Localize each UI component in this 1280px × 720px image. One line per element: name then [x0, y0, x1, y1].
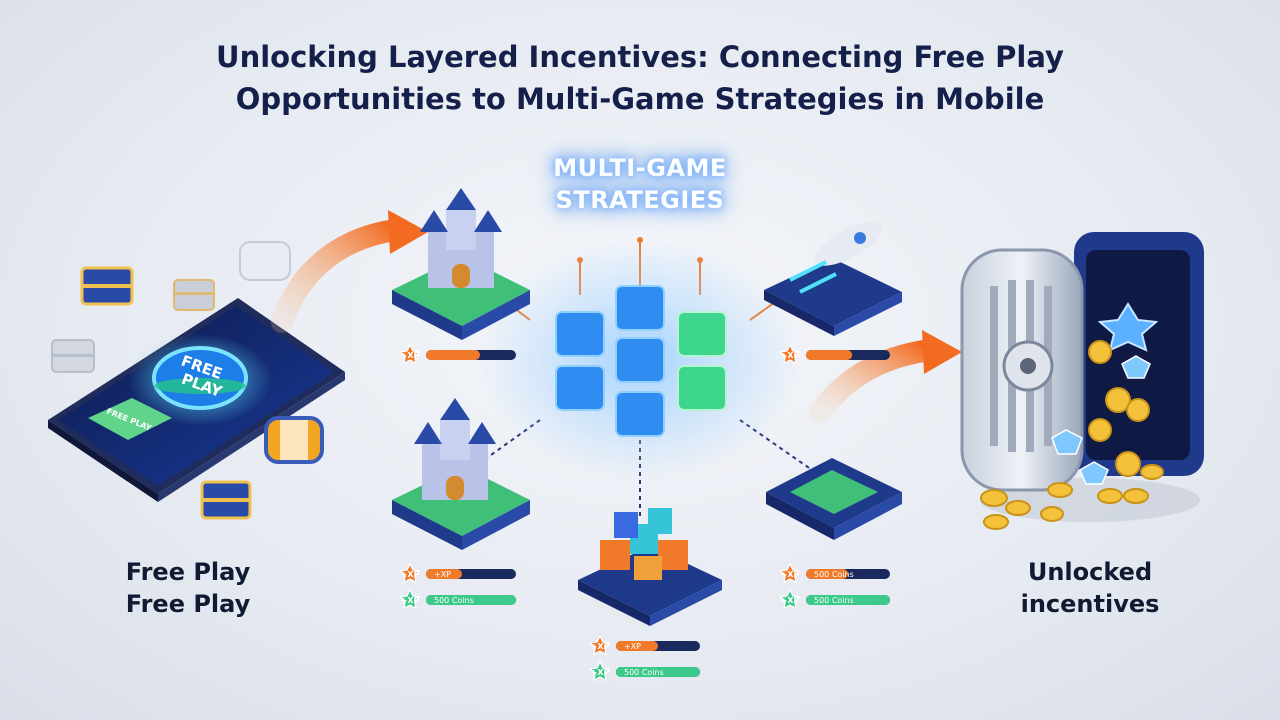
soccer-field-icon	[790, 470, 878, 514]
treasure-chest-icons	[51, 266, 252, 520]
vault-illustration	[960, 232, 1204, 530]
blocks-coins-badge: +XP	[591, 668, 610, 677]
castle-bottom-xp-bar-fill	[426, 569, 462, 579]
game-tile-castle-bottom[interactable]	[392, 398, 530, 550]
hub-cube	[615, 337, 665, 383]
hub-cube	[615, 391, 665, 437]
castle-bottom-xp-badge: +XP	[401, 570, 420, 579]
castle-top-xp-badge: +XP	[401, 351, 420, 360]
castle-icon	[420, 188, 502, 288]
castle-top-xp-bar-fill	[426, 350, 480, 360]
blocks-coins-bar-fill	[616, 667, 700, 677]
star-icon	[1097, 302, 1159, 352]
reward-bars: +XP +XP +XP +XP +XP 500 Coins +XP +XP +XP 500 Coi…	[399, 343, 890, 682]
hub-cubes	[555, 285, 727, 437]
game-tile-blocks[interactable]	[578, 508, 722, 626]
hub-label-line-2: STRATEGIES	[555, 186, 725, 214]
hub-label-line-1: MULTI-GAME	[553, 154, 727, 182]
game-tile-stadium[interactable]	[766, 458, 902, 540]
slot-reel-icon	[239, 241, 291, 281]
castle-bottom-coins-bar-fill	[426, 595, 516, 605]
rocket-xp-bar-fill	[806, 350, 853, 360]
chest-icon	[173, 279, 215, 311]
free-play-caption-line-1: Free Play	[125, 558, 251, 586]
rocket-xp-star-icon	[779, 343, 801, 365]
game-tile-castle-top[interactable]	[392, 188, 530, 340]
stadium-xp-star-icon	[779, 562, 801, 584]
blocks-coins-bar-label: 500 Coins	[624, 668, 664, 677]
hub-cube	[555, 365, 605, 411]
stadium-xp-bar-fill	[806, 569, 848, 579]
stadium-coins-star-icon	[779, 588, 801, 610]
castle-icon	[414, 398, 496, 500]
castle-bottom-xp-bar-label: +XP	[434, 570, 451, 579]
unlocked-caption-line-1: Unlocked	[1027, 558, 1153, 586]
blocks-icon	[600, 508, 688, 580]
stadium-coins-bar-label: 500 Coins	[814, 596, 854, 605]
phone-free-play-button[interactable]	[88, 398, 172, 440]
castle-bottom-coins-bar-label: 500 Coins	[434, 596, 474, 605]
blocks-coins-star-icon	[589, 660, 611, 682]
blocks-xp-bar-fill	[616, 641, 658, 651]
coin-icons	[980, 340, 1164, 530]
chest-icon	[80, 266, 134, 306]
arrow-to-games	[271, 219, 407, 333]
unlocked-incentives-caption: Unlocked incentives	[1010, 556, 1170, 620]
castle-bottom-xp-star-icon	[399, 562, 421, 584]
hub-cube	[677, 365, 727, 411]
game-tile-rocket[interactable]	[764, 214, 902, 336]
arrow-head-icon	[388, 210, 428, 254]
free-play-caption: Free Play Free Play	[108, 556, 268, 620]
slot-reel-icon	[264, 416, 324, 464]
castle-bottom-coins-badge: +XP	[401, 596, 420, 605]
page-title: Unlocking Layered Incentives: Connecting…	[0, 36, 1280, 120]
unlocked-caption-line-2: incentives	[1020, 590, 1160, 618]
chest-icon	[200, 480, 252, 520]
stadium-coins-badge: +XP	[781, 596, 800, 605]
hub-cube	[615, 285, 665, 331]
blocks-xp-star-icon	[589, 634, 611, 656]
arrow-to-vault	[809, 339, 941, 423]
phone-illustration: FREE PLAY FREE PLAY	[48, 298, 345, 502]
stadium-coins-bar-fill	[806, 595, 890, 605]
title-line-1: Unlocking Layered Incentives: Connecting…	[216, 40, 1064, 74]
slot-reel-icons	[239, 241, 324, 464]
stadium-xp-bar-label: 500 Coins	[814, 570, 854, 579]
castle-bottom-coins-star-icon	[399, 588, 421, 610]
stadium-xp-badge: +XP	[781, 570, 800, 579]
castle-top-xp-star-icon	[399, 343, 421, 365]
rocket-xp-badge: +XP	[781, 351, 800, 360]
blocks-xp-badge: +XP	[591, 642, 610, 651]
blocks-xp-bar-label: +XP	[624, 642, 641, 651]
hub-cube	[677, 311, 727, 357]
gem-icons	[1051, 355, 1151, 485]
arrow-head-icon	[922, 330, 962, 374]
multi-game-strategies-label: MULTI-GAME STRATEGIES	[520, 152, 760, 216]
chest-icon	[51, 339, 95, 373]
rocket-icon	[789, 222, 883, 294]
title-line-2: Opportunities to Multi-Game Strategies i…	[235, 82, 1045, 116]
hub-cube	[555, 311, 605, 357]
free-play-caption-line-2: Free Play	[125, 590, 251, 618]
